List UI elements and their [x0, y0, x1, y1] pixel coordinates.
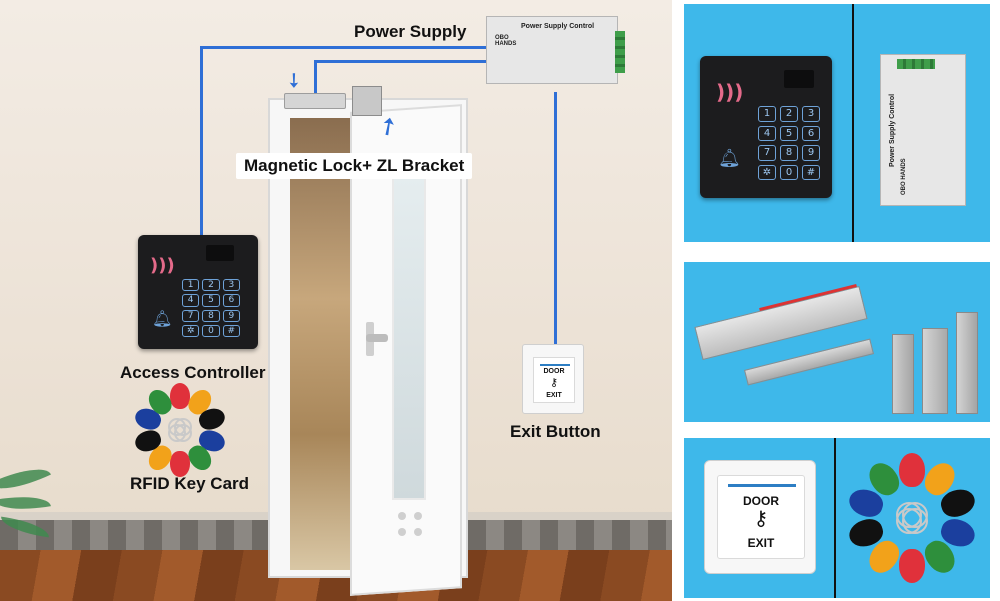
wire-controller-top — [200, 46, 486, 49]
key-ring — [901, 507, 929, 535]
keypad-key: # — [222, 324, 240, 337]
key-icon: ⚷ — [549, 376, 559, 389]
keypad-key: ✲ — [182, 324, 200, 337]
psu-logo: OBO HANDS — [495, 35, 517, 47]
keypad-key: 8 — [780, 145, 798, 161]
card-reader-window — [206, 245, 234, 261]
keypad-key: 6 — [222, 294, 240, 307]
keypad-key: 2 — [780, 106, 798, 122]
keypad-key: 1 — [182, 279, 200, 292]
door-decor-dot — [398, 512, 406, 520]
door-decor-dot — [398, 528, 406, 536]
magnetic-lock — [284, 93, 346, 109]
keypad-key: 0 — [780, 164, 798, 180]
zl-bracket-part — [892, 334, 914, 414]
plant-leaf — [0, 458, 51, 500]
keypad-key: # — [802, 164, 820, 180]
exit-door-text: DOOR — [543, 368, 565, 375]
keypad-key: 5 — [780, 125, 798, 141]
exit-button-closeup: DOOR ⚷ EXIT — [704, 460, 816, 574]
keypad-key: 3 — [802, 106, 820, 122]
label-access-controller: Access Controller — [120, 363, 266, 382]
label-exit-button: Exit Button — [510, 422, 601, 441]
zl-bracket-part — [922, 328, 948, 414]
keypad-key: 0 — [202, 324, 220, 337]
psu-title: Power Supply Control — [889, 93, 896, 167]
zl-bracket-part — [956, 312, 978, 414]
door-glass-panel — [392, 160, 426, 500]
keypad-key: 2 — [202, 279, 220, 292]
door-handle — [366, 334, 388, 342]
wire-controller — [200, 46, 203, 241]
keypad-key: 9 — [802, 145, 820, 161]
label-rfid-key-card: RFID Key Card — [130, 474, 250, 493]
keypad-key: 7 — [182, 309, 200, 322]
wire-maglock — [314, 60, 317, 96]
key-icon: ⚷ — [753, 506, 769, 530]
exit-button-face: DOOR ⚷ EXIT — [717, 475, 805, 559]
psu-title: Power Supply Control — [521, 23, 595, 30]
keypad-key: 7 — [758, 145, 776, 161]
keypad-key: 3 — [222, 279, 240, 292]
panel-divider — [852, 4, 854, 242]
card-reader-window — [784, 70, 814, 88]
exit-button-device: DOOR ⚷ EXIT — [522, 344, 584, 414]
keypad-key: 4 — [758, 125, 776, 141]
rfid-wave-icon: ))) — [150, 255, 175, 276]
rfid-fob — [170, 383, 190, 409]
exit-exit-text: EXIT — [747, 536, 775, 550]
arrow-icon: ➘ — [279, 65, 309, 95]
keypad-key: 4 — [182, 294, 200, 307]
zl-bracket — [352, 86, 382, 116]
keypad-key: ✲ — [758, 164, 776, 180]
panel-divider — [834, 438, 836, 598]
keypad-key: 1 — [758, 106, 776, 122]
exit-door-text: DOOR — [743, 494, 779, 508]
psu-logo: OBO HANDS — [901, 158, 907, 195]
psu-terminal-block — [615, 31, 625, 73]
psu-terminal-block — [897, 59, 935, 69]
panel-magnetic-lock — [684, 262, 990, 422]
door-decor-dot — [414, 512, 422, 520]
key-ring — [173, 423, 193, 443]
keypad-key: 6 — [802, 125, 820, 141]
armature-plate — [743, 338, 875, 386]
door-decor-dot — [414, 528, 422, 536]
power-supply-box: Power Supply Control OBO HANDS — [486, 16, 625, 84]
bell-icon: 🔔︎ — [718, 148, 741, 169]
rfid-wave-icon: ))) — [716, 80, 744, 104]
hallway-view — [290, 118, 360, 570]
wire-maglock-top — [314, 60, 486, 63]
panel-exit-fobs: DOOR ⚷ EXIT — [684, 438, 990, 598]
label-power-supply: Power Supply — [354, 22, 467, 41]
exit-stripe — [540, 364, 570, 366]
installation-scene: ➘ ➚ Power Supply Control OBO HANDS ))) 🔔… — [0, 0, 672, 601]
keypad-key: 5 — [202, 294, 220, 307]
exit-exit-text: EXIT — [546, 392, 562, 399]
keypad-key: 8 — [202, 309, 220, 322]
bell-icon: 🔔︎ — [152, 309, 173, 328]
power-supply-box-closeup: Power Supply Control OBO HANDS — [880, 54, 966, 206]
exit-stripe — [728, 484, 796, 487]
keypad-key: 9 — [222, 309, 240, 322]
wire-exit-button — [554, 92, 557, 344]
rfid-fob — [899, 453, 925, 487]
label-magnetic-lock: Magnetic Lock+ ZL Bracket — [236, 153, 473, 179]
exit-button-face: DOOR ⚷ EXIT — [533, 357, 575, 403]
rfid-fob — [899, 549, 925, 583]
